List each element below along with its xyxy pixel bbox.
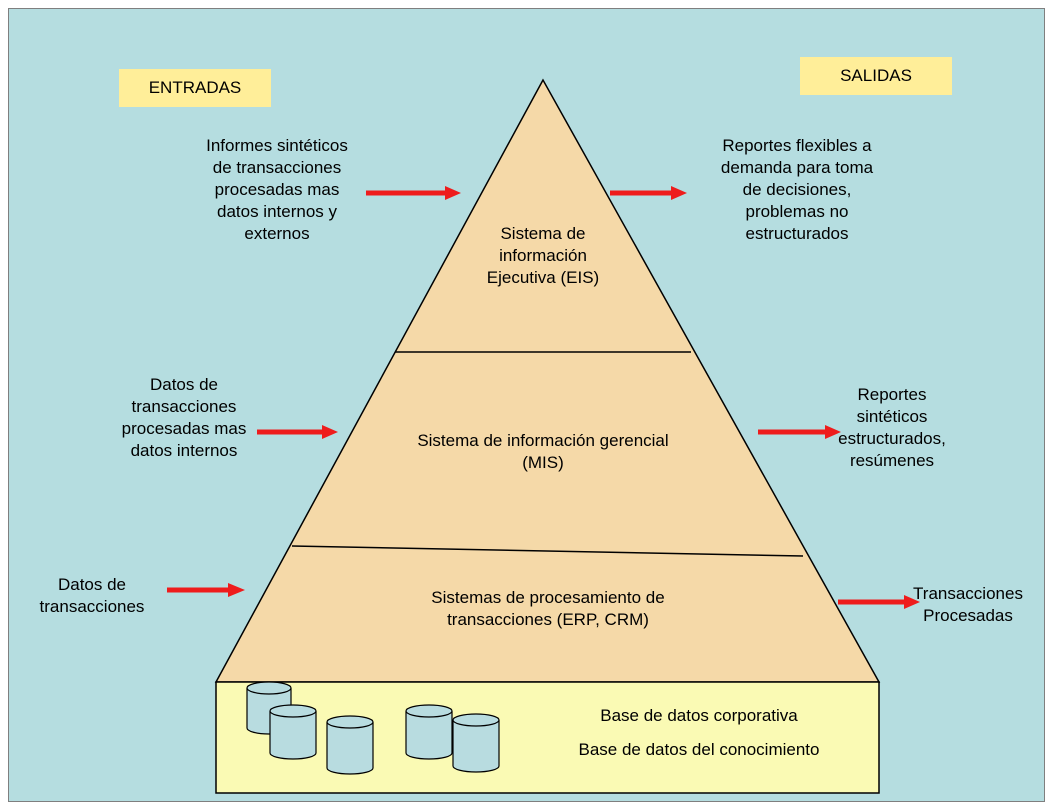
- input-arrow-tps: [167, 583, 245, 597]
- output-arrow-eis: [610, 186, 687, 200]
- database-label-corporate: Base de datos corporativa: [600, 706, 798, 725]
- level-mis-name: Sistema de información gerencial (MIS): [417, 431, 669, 473]
- output-arrow-mis: [758, 425, 841, 439]
- level-eis-input: Informes sintéticos de transacciones pro…: [206, 136, 348, 244]
- database-cylinder-icon: [405, 704, 453, 760]
- level-tps-input: Datos de transacciones: [39, 575, 145, 617]
- level-eis-name: Sistema de información Ejecutiva (EIS): [486, 224, 600, 288]
- database-cylinder-icon: [326, 715, 374, 775]
- output-arrow-tps: [838, 595, 920, 609]
- diagram-panel: ENTRADAS SALIDAS Sistema de información …: [8, 8, 1045, 802]
- input-arrow-eis: [366, 186, 461, 200]
- database-cylinder-icon: [269, 704, 317, 760]
- input-arrow-mis: [257, 425, 338, 439]
- database-cylinder-icon: [452, 713, 500, 773]
- level-tps-output: Transacciones Procesadas: [913, 584, 1023, 626]
- pyramid-divider-bottom: [291, 545, 804, 557]
- level-mis-output: Reportes sintéticos estructurados, resúm…: [838, 385, 946, 471]
- inputs-header-text: ENTRADAS: [148, 78, 242, 97]
- outputs-header-label: SALIDAS: [800, 57, 952, 95]
- pyramid-diagram: [167, 78, 920, 794]
- level-eis-output: Reportes flexibles a demanda para toma d…: [720, 136, 874, 244]
- level-tps-name: Sistemas de procesamiento de transaccion…: [431, 588, 665, 630]
- outputs-header-text: SALIDAS: [840, 66, 912, 85]
- inputs-header-label: ENTRADAS: [119, 69, 271, 107]
- level-mis-input: Datos de transacciones procesadas mas da…: [121, 375, 247, 461]
- database-label-knowledge: Base de datos del conocimiento: [578, 740, 820, 759]
